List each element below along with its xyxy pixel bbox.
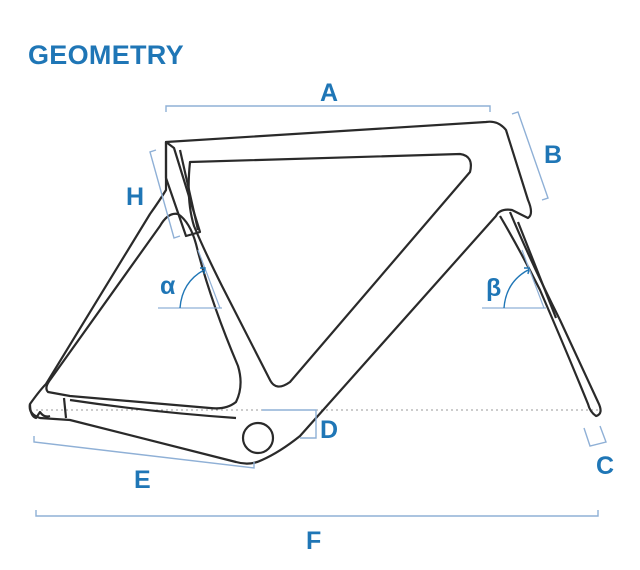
dropout-joint: [62, 397, 68, 419]
seatpost-inner-line: [178, 149, 200, 231]
bottom-bracket: [241, 421, 275, 455]
main-triangle-inner: [187, 152, 472, 388]
label-f: F: [306, 527, 321, 555]
head-angle-tube-ref: [521, 249, 545, 309]
rear-dropout: [28, 403, 51, 420]
dimension-e-line: [33, 436, 255, 469]
dimension-h-line: [149, 149, 181, 239]
head-angle-arrowhead: [524, 267, 530, 275]
head-angle-marker: [482, 249, 546, 309]
page-title: GEOMETRY: [28, 40, 184, 70]
fork-outline: [499, 211, 602, 418]
frame-outer-outline: [28, 120, 533, 465]
dimension-d-line: [262, 409, 317, 439]
head-angle-arc: [503, 269, 529, 309]
chainstay-line: [69, 398, 237, 420]
label-alpha: α: [160, 272, 176, 300]
rear-triangle-inner: [45, 212, 242, 410]
label-a: A: [320, 79, 338, 107]
seatpost: [164, 140, 202, 238]
fork-inner-line: [516, 221, 558, 319]
label-h: H: [126, 183, 144, 211]
seat-angle-marker: [158, 249, 222, 309]
label-beta: β: [486, 274, 501, 302]
bike-frame-outline: [28, 120, 602, 465]
dimension-a-line: [165, 105, 491, 112]
label-c: C: [596, 452, 614, 480]
dimension-b-line: [511, 111, 549, 201]
seat-angle-arc: [179, 269, 205, 309]
seat-angle-tube-ref: [197, 249, 221, 309]
seat-angle-arrowhead: [200, 267, 206, 275]
label-d: D: [320, 416, 338, 444]
label-b: B: [544, 141, 562, 169]
dimension-f-line: [35, 510, 599, 517]
label-e: E: [134, 466, 151, 494]
dimension-c-line: [583, 425, 607, 447]
